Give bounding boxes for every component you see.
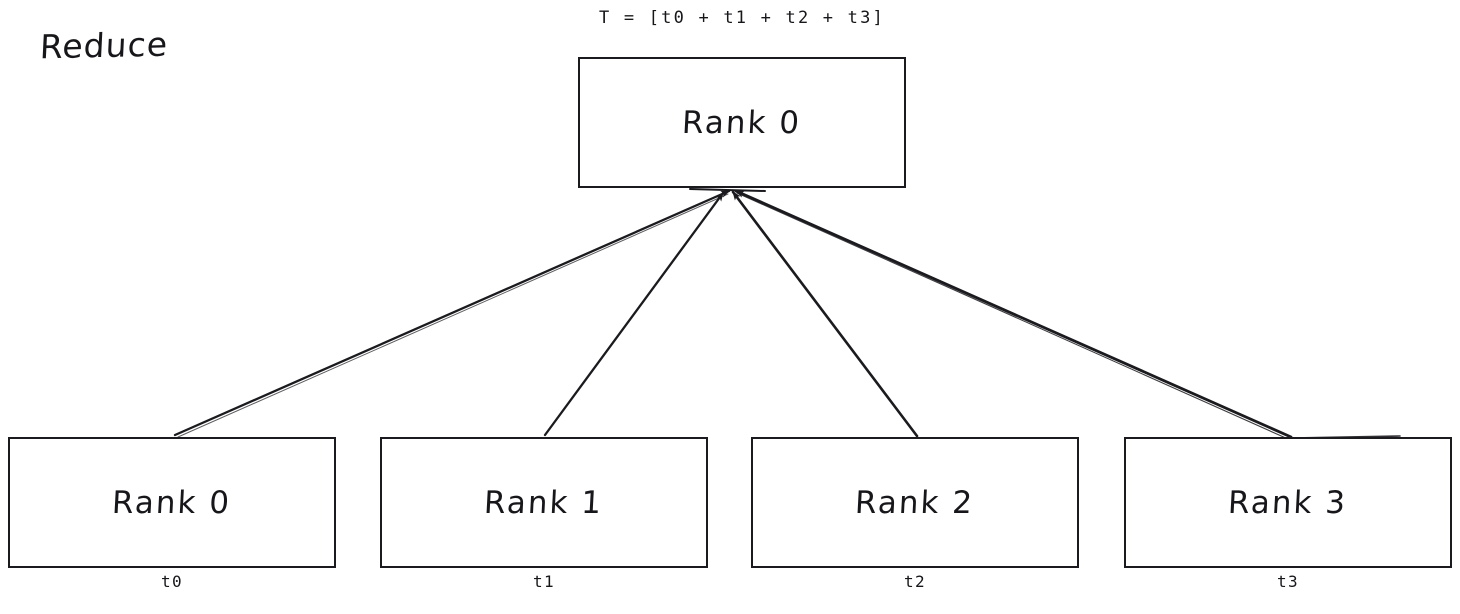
node-label: Rank 0	[681, 104, 803, 141]
node-label: Rank 1	[483, 484, 605, 521]
result-formula: T = [t0 + t1 + t2 + t3]	[598, 8, 885, 28]
arrow-rank2-to-root	[731, 190, 919, 438]
node-label: Rank 0	[111, 484, 233, 521]
tensor-label-rank-0: t0	[160, 572, 184, 591]
arrow-rank0-to-root-sketch-echo	[177, 193, 729, 438]
node-source-rank-2[interactable]: Rank 2	[751, 437, 1079, 568]
arrow-rank3-to-root-sketch-echo	[736, 192, 1289, 440]
node-label: Rank 3	[1227, 484, 1349, 521]
node-source-rank-0[interactable]: Rank 0	[8, 437, 336, 568]
tensor-label-rank-1: t1	[532, 572, 556, 591]
node-source-rank-3[interactable]: Rank 3	[1124, 437, 1452, 568]
arrowhead-cross-stroke	[689, 188, 766, 192]
arrow-rank3-to-root	[734, 189, 1293, 439]
tensor-label-rank-3: t3	[1276, 572, 1300, 591]
arrow-rank1-to-root	[543, 191, 725, 437]
node-source-rank-1[interactable]: Rank 1	[380, 437, 708, 568]
node-destination-rank-0[interactable]: Rank 0	[578, 57, 906, 188]
tensor-label-rank-2: t2	[903, 572, 927, 591]
diagram-title: Reduce	[38, 24, 170, 67]
node-label: Rank 2	[854, 484, 976, 521]
arrow-rank0-to-root	[173, 189, 731, 437]
